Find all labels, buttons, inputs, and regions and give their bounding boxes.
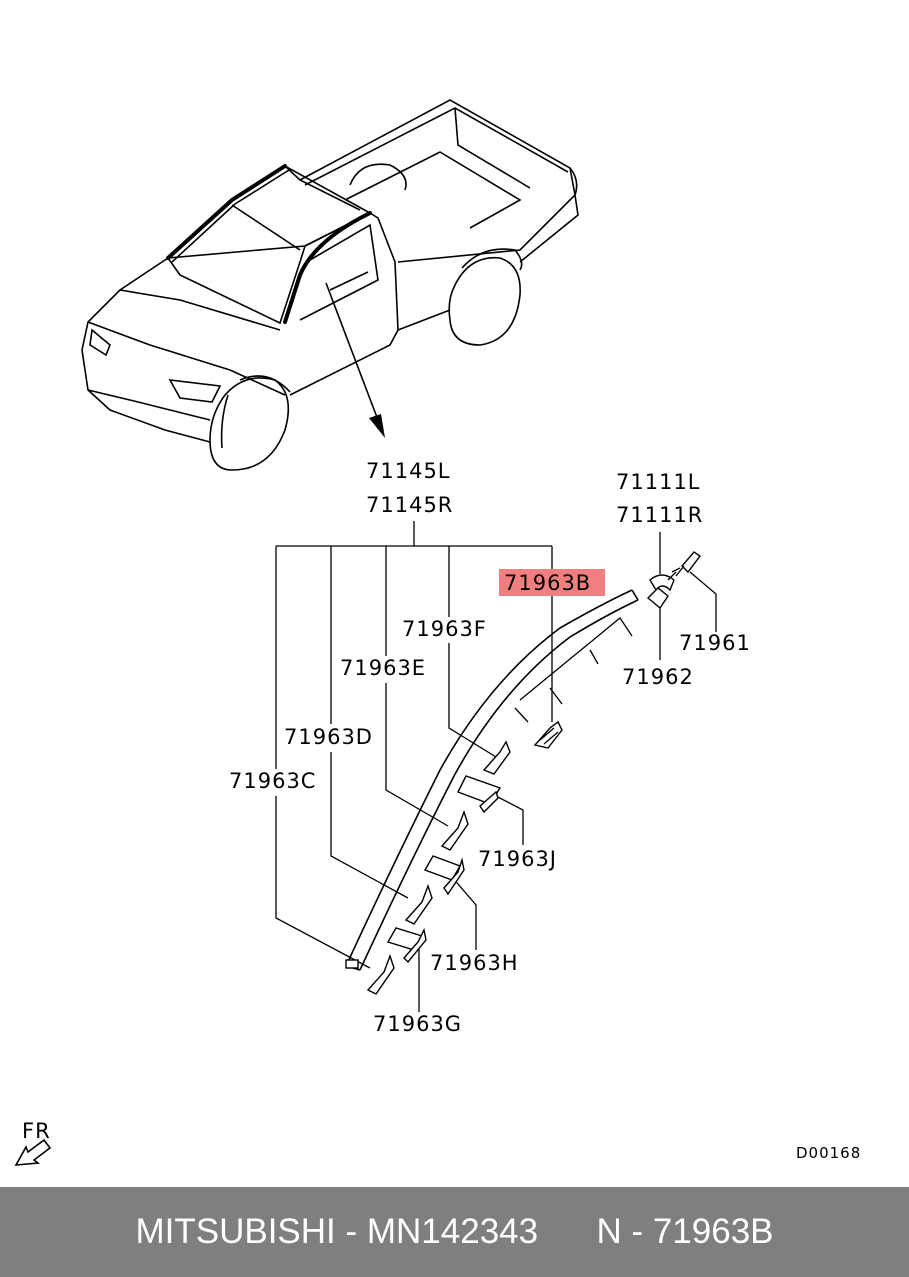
label-71963J: 71963J [478,847,557,871]
diagram-code: D00168 [796,1144,861,1162]
label-71145L: 71145L [366,459,451,483]
leader-lines [275,521,717,1012]
molding-strip [345,589,639,971]
label-71963E: 71963E [340,656,426,680]
footer-bar: MITSUBISHI - MN142343 N - 71963B [0,1187,909,1277]
label-71145R: 71145R [366,493,453,517]
truck-illustration [81,99,579,471]
label-71962: 71962 [622,665,694,689]
label-71963C: 71963C [229,769,316,793]
front-marker-label: FR [22,1119,51,1143]
front-arrow-icon [14,1138,52,1166]
label-71963D: 71963D [284,725,373,749]
label-71963H: 71963H [430,951,519,975]
label-71111L: 71111L [616,470,701,494]
footer-text: MITSUBISHI - MN142343 N - 71963B [135,1212,774,1251]
parts-diagram: 71145L 71145R 71111L 71111R 71963B 71963… [14,99,861,1166]
clips [366,551,702,995]
highlight-box [499,569,605,596]
label-71963G: 71963G [373,1012,462,1036]
label-71111R: 71111R [616,503,703,527]
pointer-arrow [325,282,385,438]
label-71963B: 71963B [504,571,591,595]
label-71961: 71961 [679,631,751,655]
front-marker: FR [14,1119,52,1166]
label-71963F: 71963F [402,617,487,641]
